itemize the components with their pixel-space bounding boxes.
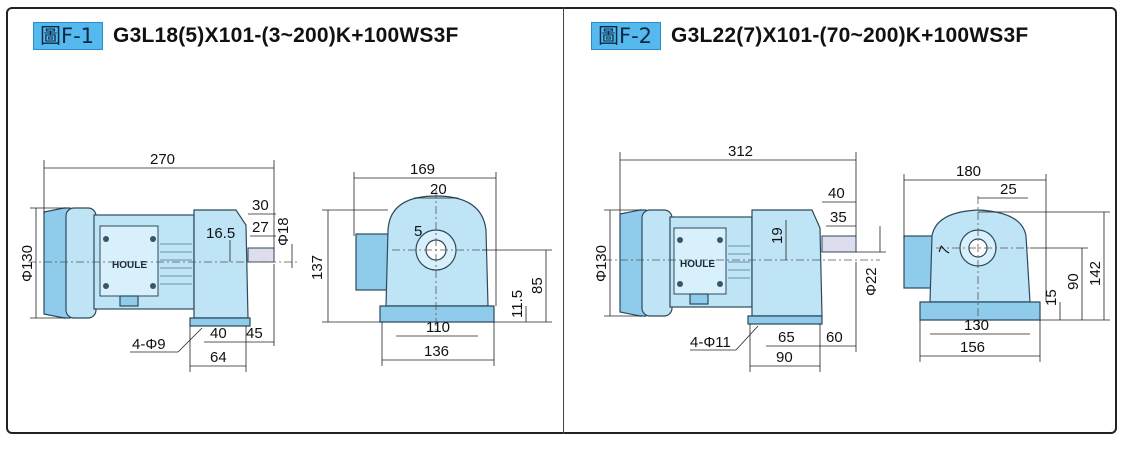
fig2-screw-icon [717, 237, 723, 243]
fig2-side-view: HOULE 312 Φ130 40 35 19 Φ22 65 60 [593, 143, 886, 372]
figure-2-title: G3L22(7)X101-(70~200)K+100WS3F [671, 24, 1029, 47]
fig1-dim-30: 30 [252, 197, 269, 214]
fig2-dim-65: 65 [778, 329, 795, 346]
fig1-dim-width-top: 169 [410, 161, 435, 178]
fig1-terminal-box [99, 225, 159, 297]
fig1-dim-height: 137 [309, 255, 326, 280]
fig1-dim-20: 20 [430, 181, 447, 198]
fig1-side-view: HOULE 270 Φ130 30 27 16.5 Φ18 40 [19, 151, 300, 372]
fig2-dim-90: 90 [1065, 273, 1082, 290]
fig1-cooling-fins [160, 243, 192, 285]
fig1-dim-64: 64 [210, 349, 227, 366]
fig1-dim-45: 45 [246, 325, 263, 342]
fig2-dim-130: 130 [964, 317, 989, 334]
fig1-dim-shaft: Φ18 [275, 217, 292, 246]
figure-2-badge: 圖F-2 [591, 22, 662, 50]
fig2-dim-90: 90 [776, 349, 793, 366]
panel-divider [563, 7, 564, 434]
fig2-cooling-fins [728, 245, 750, 279]
fig2-foot [747, 315, 823, 325]
fig1-screw-icon [103, 283, 109, 289]
fig2-nameplate: HOULE [680, 259, 715, 270]
fig1-nameplate: HOULE [112, 260, 147, 271]
fig2-dim-length: 312 [728, 143, 753, 160]
fig1-front-terminal [355, 233, 391, 291]
fig1-dim-110: 110 [426, 319, 450, 336]
fig2-cable-gland [689, 293, 709, 305]
fig2-dim-35: 35 [830, 209, 847, 226]
fig1-gearbox [193, 209, 249, 319]
fig1-dim-5: 5 [414, 223, 422, 240]
fig2-screw-icon [677, 237, 683, 243]
fig2-dim-width-top: 180 [956, 163, 981, 180]
fig1-dim-85: 85 [529, 277, 546, 294]
fig1-foot [189, 317, 251, 327]
fig2-dim-60: 60 [826, 329, 843, 346]
fig2-output-shaft [821, 235, 857, 253]
fig1-dim-136: 136 [424, 343, 449, 360]
fig2-dim-shaft: Φ22 [863, 267, 880, 296]
figure-1-badge: 圖F-1 [33, 22, 104, 50]
fig2-dim-19: 19 [769, 227, 786, 244]
fig1-screw-icon [150, 283, 156, 289]
fig1-output-shaft [247, 247, 275, 263]
fig1-dim-27: 27 [252, 219, 269, 236]
fig2-screw-icon [677, 281, 683, 287]
fig2-front-view: 180 25 7 15 90 142 130 156 [903, 163, 1110, 362]
fig1-dim-11-5: 11.5 [509, 290, 526, 318]
figure-2-header: 圖F-2 G3L22(7)X101-(70~200)K+100WS3F [591, 22, 1028, 50]
fig1-motor-cover [65, 207, 97, 319]
fig2-screw-icon [717, 281, 723, 287]
fig1-dim-holes: 4-Φ9 [132, 336, 166, 353]
fig1-dim-diameter: Φ130 [19, 245, 36, 282]
fig1-front-view: 169 20 5 137 11.5 85 110 136 [309, 161, 552, 366]
fig1-dim-length: 270 [150, 151, 175, 168]
fig2-dim-15: 15 [1043, 289, 1060, 306]
figure-1-header: 圖F-1 G3L18(5)X101-(3~200)K+100WS3F [33, 22, 459, 50]
fig1-cable-gland [119, 295, 139, 307]
fig2-dim-holes: 4-Φ11 [690, 334, 731, 351]
fig1-screw-icon [103, 236, 109, 242]
fig2-dim-156: 156 [960, 339, 985, 356]
fig1-screw-icon [150, 236, 156, 242]
fig1-dim-16-5: 16.5 [206, 225, 235, 242]
drawing-frame [6, 7, 1117, 434]
figure-1-title: G3L18(5)X101-(3~200)K+100WS3F [113, 24, 459, 47]
fig2-motor-cover [641, 209, 673, 317]
fig2-front-terminal [903, 235, 935, 289]
fig2-dim-diameter: Φ130 [593, 245, 610, 282]
fig2-dim-25: 25 [1000, 181, 1017, 198]
fig2-dim-height: 142 [1087, 261, 1104, 286]
fig2-dim-40: 40 [828, 185, 845, 202]
fig1-dim-40: 40 [210, 325, 227, 342]
fig2-gearbox [751, 209, 823, 317]
